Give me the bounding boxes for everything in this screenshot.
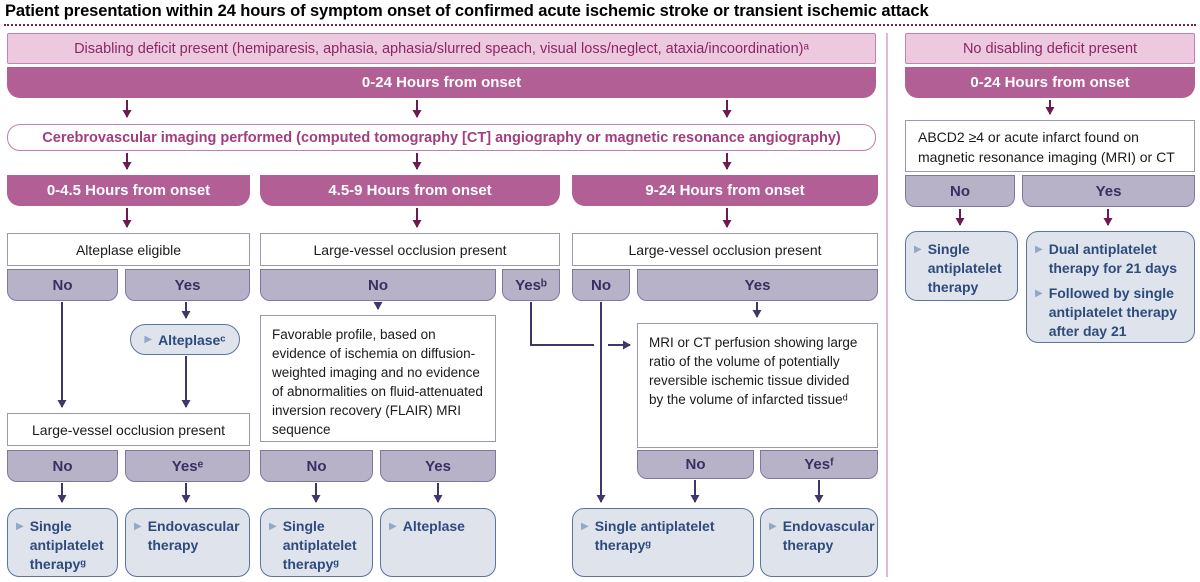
col1-no-box: No — [7, 269, 118, 301]
panel-divider — [886, 33, 888, 577]
bullet-triangle-icon: ▶ — [581, 521, 589, 532]
col3-time-bar: 9-24 Hours from onset — [572, 175, 878, 206]
col1-yes-box: Yes — [125, 269, 250, 301]
right-no-box: No — [905, 175, 1015, 207]
col3-question-lvo-present: Large-vessel occlusion present — [572, 233, 878, 266]
outcome-label: Endovascular therapy — [147, 518, 240, 553]
disabling-deficit-header: Disabling deficit present (hemiparesis, … — [7, 33, 876, 64]
alteplase-pill: ▶ Alteplaseᶜ — [130, 324, 240, 355]
col2-yes-b-box: Yesᵇ — [502, 269, 560, 301]
col2-question-lvo-present: Large-vessel occlusion present — [260, 233, 560, 266]
cerebrovascular-imaging-box: Cerebrovascular imaging performed (compu… — [7, 124, 876, 151]
col2-favorable-profile-box: Favorable profile, based on evidence of … — [260, 315, 496, 442]
col1-outcome-endovascular: ▶ Endovascular therapy — [125, 508, 250, 577]
outcome-label: Endovascular therapy — [782, 518, 875, 553]
outcome-label: Followed by single antiplatelet therapy … — [1048, 285, 1178, 339]
right-0-24-hours-bar: 0-24 Hours from onset — [905, 67, 1195, 98]
title-divider-rule — [4, 24, 1196, 26]
bullet-triangle-icon: ▶ — [16, 521, 24, 532]
col3-mri-ct-perfusion-box: MRI or CT perfusion showing large ratio … — [637, 323, 878, 448]
col2-no2-box: No — [260, 450, 373, 482]
bullet-triangle-icon: ▶ — [389, 521, 397, 532]
bullet-triangle-icon: ▶ — [769, 521, 777, 532]
col2-no-box: No — [260, 269, 496, 301]
col1-question-lvo-present: Large-vessel occlusion present — [7, 413, 250, 446]
col1-yes-e-box: Yesᵉ — [125, 450, 250, 482]
col3-no-box: No — [572, 269, 630, 301]
alteplase-pill-label: Alteplaseᶜ — [158, 331, 226, 348]
right-outcome-single-antiplatelet: ▶ Single antiplatelet therapy — [905, 231, 1018, 301]
abcd2-question-box: ABCD2 ≥4 or acute infarct found on magne… — [905, 120, 1195, 172]
col2-time-bar: 4.5-9 Hours from onset — [260, 175, 560, 206]
bullet-triangle-icon: ▶ — [1035, 244, 1043, 255]
bullet-triangle-icon: ▶ — [144, 334, 153, 345]
col3-outcome-single-antiplatelet: ▶ Single antiplatelet therapyᵍ — [572, 508, 754, 577]
outcome-label: Dual antiplatelet therapy for 21 days — [1048, 241, 1178, 276]
outcome-label: Alteplase — [402, 518, 465, 534]
bullet-triangle-icon: ▶ — [914, 244, 922, 255]
outcome-label: Single antiplatelet therapyᵍ — [282, 518, 357, 572]
col3-yes-box: Yes — [637, 269, 878, 301]
left-0-24-hours-bar: 0-24 Hours from onset — [7, 67, 876, 98]
elbow-col2-yesb — [530, 302, 594, 346]
right-outcome-dual-antiplatelet: ▶ Dual antiplatelet therapy for 21 days … — [1026, 231, 1195, 343]
col3-outcome-endovascular: ▶ Endovascular therapy — [760, 508, 878, 577]
right-yes-box: Yes — [1022, 175, 1195, 207]
outcome-label: Single antiplatelet therapyᵍ — [594, 518, 715, 553]
outcome-label: Single antiplatelet therapy — [927, 241, 1002, 295]
col1-no2-box: No — [7, 450, 118, 482]
col3-yes-f-box: Yesᶠ — [760, 450, 878, 479]
col1-question-alteplase-eligible: Alteplase eligible — [7, 233, 250, 266]
no-disabling-deficit-header: No disabling deficit present — [905, 33, 1195, 64]
col1-time-bar: 0-4.5 Hours from onset — [7, 175, 250, 206]
col3-no2-box: No — [637, 450, 754, 479]
col2-yes2-box: Yes — [380, 450, 496, 482]
col1-outcome-single-antiplatelet: ▶ Single antiplatelet therapyᵍ — [7, 508, 118, 577]
outcome-label: Single antiplatelet therapyᵍ — [29, 518, 104, 572]
bullet-triangle-icon: ▶ — [1035, 288, 1043, 299]
col2-outcome-single-antiplatelet: ▶ Single antiplatelet therapyᵍ — [260, 508, 373, 577]
bullet-triangle-icon: ▶ — [269, 521, 277, 532]
bullet-triangle-icon: ▶ — [134, 521, 142, 532]
figure-title: Patient presentation within 24 hours of … — [5, 2, 929, 20]
col2-outcome-alteplase: ▶ Alteplase — [380, 508, 496, 577]
